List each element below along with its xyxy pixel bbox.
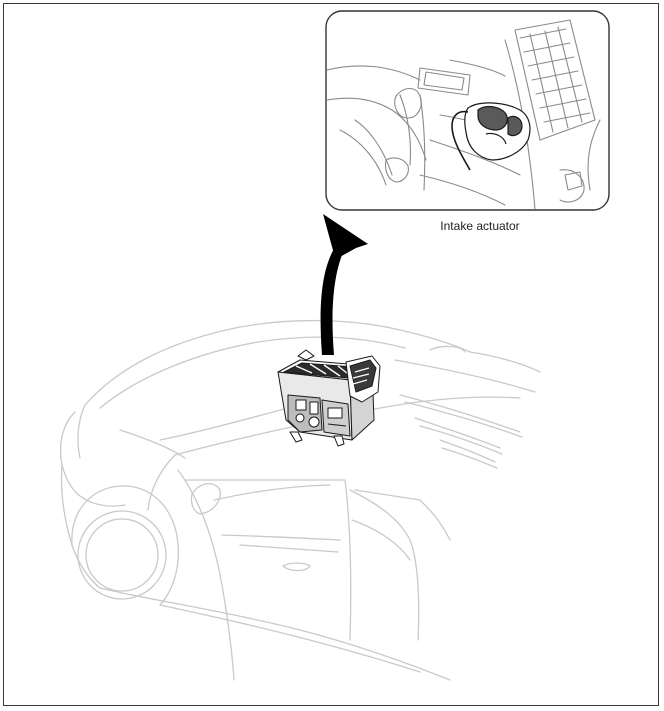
intake-actuator-icon bbox=[451, 102, 531, 171]
curved-arrow-up-icon bbox=[320, 214, 368, 355]
figure-frame bbox=[3, 3, 659, 706]
heater-blower-unit-icon bbox=[277, 349, 381, 447]
intake-actuator-label: Intake actuator bbox=[440, 219, 520, 233]
callout-detail bbox=[325, 10, 610, 211]
